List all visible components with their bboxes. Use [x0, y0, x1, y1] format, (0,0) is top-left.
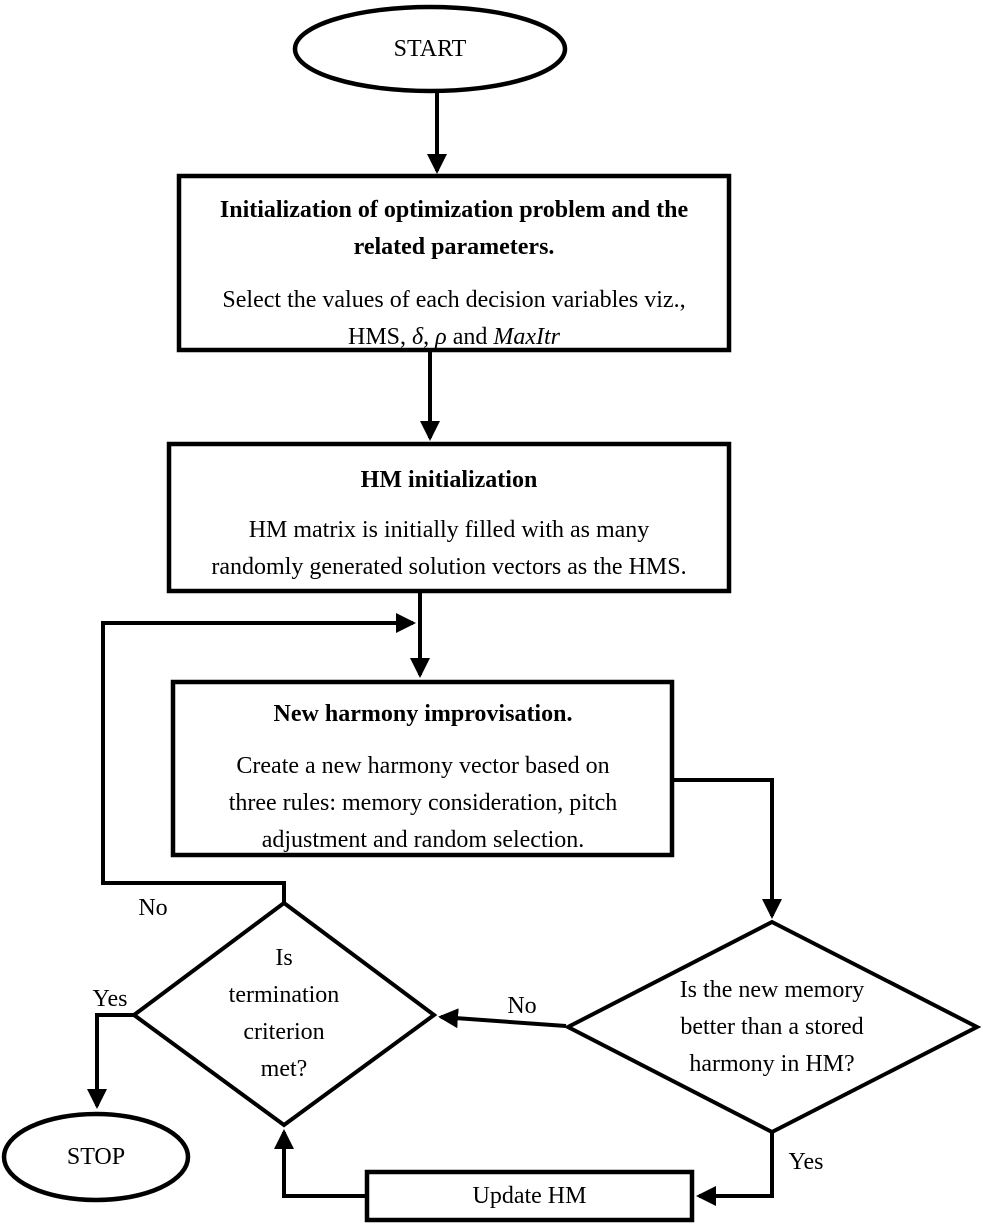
- params-and: and: [446, 324, 494, 350]
- params-text: HMS,: [347, 324, 413, 350]
- termination-yes-label: Yes: [92, 986, 128, 1012]
- arrow-update-to-termination: [274, 1129, 366, 1198]
- init-box-body-line2: HMS, δ, ρ and MaxItr: [189, 319, 719, 356]
- improvisation-box-outline: [170, 679, 675, 858]
- termination-no-label: No: [138, 895, 168, 921]
- maxitr-symbol: MaxItr: [493, 324, 561, 350]
- termination-line1: Is: [275, 945, 293, 971]
- init-box-body-line1: Select the values of each decision varia…: [222, 287, 686, 313]
- update-hm-label: Update HM: [472, 1183, 587, 1209]
- improvisation-body-line1: Create a new harmony vector based on: [236, 753, 610, 779]
- arrow-memory-no-to-termination: [438, 1008, 567, 1029]
- start-ellipse: [292, 4, 568, 94]
- termination-line4: met?: [260, 1056, 308, 1082]
- init-box-title-line1: Initialization of optimization problem a…: [219, 197, 689, 223]
- termination-line3: criterion: [243, 1019, 325, 1045]
- hm-init-box-outline: [166, 441, 732, 594]
- arrow-termination-no-loop: [101, 613, 416, 904]
- memory-line3: harmony in HM?: [689, 1051, 855, 1077]
- memory-no-label: No: [507, 993, 537, 1019]
- improvisation-body-line2: three rules: memory consideration, pitch: [228, 790, 618, 816]
- hm-init-title: HM initialization: [360, 467, 538, 493]
- arrow-memory-yes-to-update: [696, 1133, 774, 1206]
- stop-ellipse: [1, 1111, 191, 1203]
- arrow-improvisation-to-memory: [674, 778, 782, 919]
- improvisation-title: New harmony improvisation.: [273, 701, 573, 727]
- delta-symbol: δ: [412, 324, 424, 350]
- init-box-title-line2: related parameters.: [353, 234, 555, 260]
- memory-line1: Is the new memory: [679, 977, 865, 1003]
- termination-diamond-outline: [130, 900, 438, 1128]
- rho-symbol: ρ: [435, 324, 447, 350]
- init-box-outline: [176, 173, 732, 353]
- start-label: START: [393, 36, 467, 62]
- memory-diamond-outline: [563, 919, 982, 1135]
- arrow-termination-yes-to-stop: [87, 1013, 135, 1109]
- update-hm-box-outline: [364, 1169, 695, 1223]
- params-comma: ,: [423, 324, 436, 350]
- memory-yes-label: Yes: [788, 1149, 824, 1175]
- hm-init-body-line2: randomly generated solution vectors as t…: [211, 554, 687, 580]
- termination-line2: termination: [228, 982, 340, 1008]
- memory-line2: better than a stored: [680, 1014, 864, 1040]
- stop-label: STOP: [66, 1144, 126, 1170]
- improvisation-body-line3: adjustment and random selection.: [261, 827, 585, 853]
- hm-init-body-line1: HM matrix is initially filled with as ma…: [248, 517, 650, 543]
